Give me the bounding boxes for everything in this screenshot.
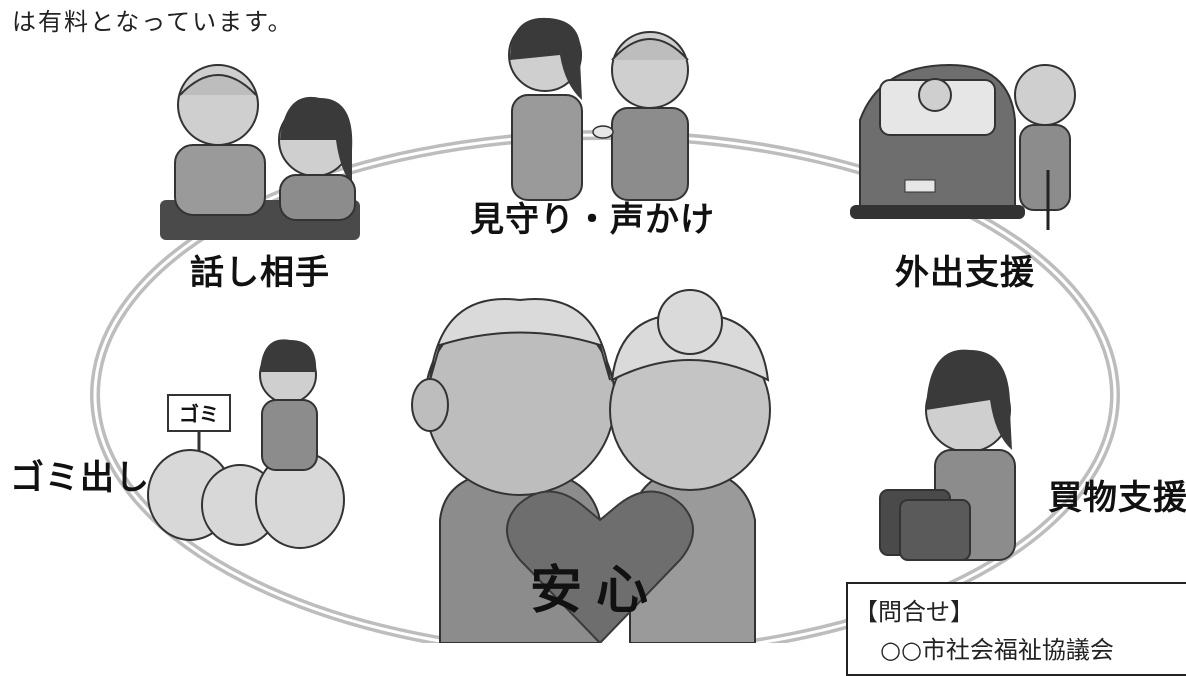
- garbage-sign-text: ゴミ: [179, 402, 219, 426]
- heart-icon: [506, 490, 694, 643]
- contact-org: ○○市社会福祉協議会: [880, 636, 1114, 664]
- contact-heading: 【問合せ】: [854, 598, 974, 626]
- service-label-garbage: ゴミ出し: [10, 458, 150, 498]
- service-label-outing: 外出支援: [895, 253, 1035, 293]
- service-label-watch: 見守り・声かけ: [470, 200, 715, 240]
- flyer-illustration: は有料となっています。: [10, 8, 1186, 676]
- service-ring-diagram: ゴミ: [90, 17, 1120, 643]
- shopping-scene-icon: [879, 349, 1016, 561]
- contact-box: 【問合せ】 ○○市社会福祉協議会: [846, 582, 1186, 676]
- car-outing-icon: [850, 63, 1076, 230]
- service-label-shopping: 買物支援: [1048, 478, 1186, 518]
- watch-scene-icon: [508, 17, 689, 201]
- heart-text: 安心: [530, 561, 663, 621]
- header-text: は有料となっています。: [12, 8, 294, 36]
- service-label-talk: 話し相手: [190, 253, 330, 293]
- talk-scene-icon: [160, 64, 360, 240]
- garbage-scene-icon: [147, 339, 345, 549]
